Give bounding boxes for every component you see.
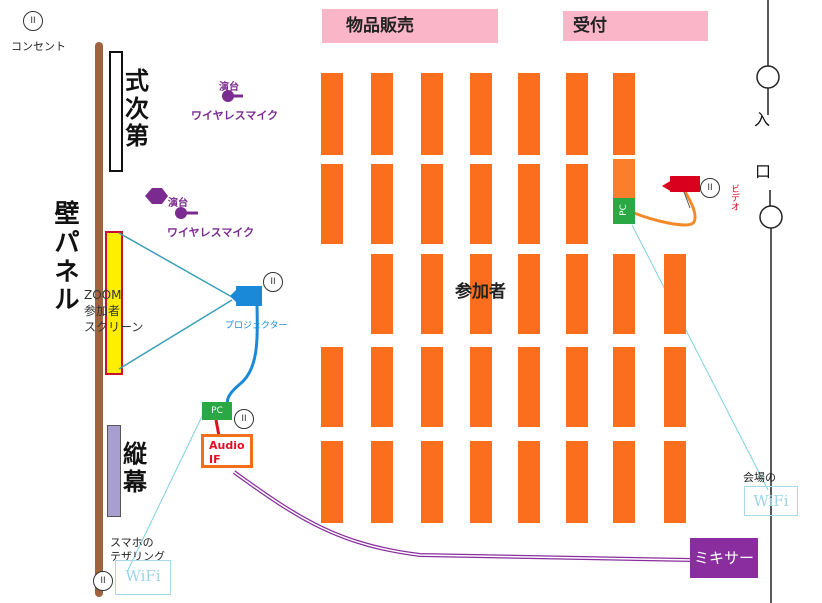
tethering-outlet-icon: II <box>93 571 113 591</box>
seat-row-5-col-8 <box>664 441 686 523</box>
pc-left: PC <box>202 402 232 420</box>
seat-row-1-col-5 <box>518 73 540 155</box>
tethering-link <box>127 407 207 571</box>
projector-body <box>236 286 262 306</box>
mixer-cable-inner <box>233 471 693 561</box>
projector-outlet-icon: II <box>263 272 283 292</box>
seat-row-5-col-3 <box>421 441 443 523</box>
seat-row-5-col-5 <box>518 441 540 523</box>
screen-label: ZOOM 参加者 スクリーン <box>84 288 144 334</box>
pc-right: PC <box>613 198 635 224</box>
tethering-label: スマホの テザリング <box>110 536 165 563</box>
seat-row-2-col-4 <box>470 164 492 244</box>
tripod-leg <box>683 191 691 209</box>
wall-panel-label: 壁パネル <box>54 199 80 315</box>
entrance-char-2: 口 <box>755 162 772 181</box>
seat-row-4-col-8 <box>664 347 686 427</box>
seat-row-5-col-1 <box>321 441 343 523</box>
seat-row-4-col-7 <box>613 347 635 427</box>
projector-beam-top <box>118 232 233 298</box>
seat-row-2-col-3 <box>421 164 443 244</box>
attendees-label: 参加者 <box>455 282 506 302</box>
podium2-hex-icon <box>145 188 168 204</box>
seat-row-4-col-5 <box>518 347 540 427</box>
camera-cable <box>631 189 697 227</box>
right-pc-stand <box>613 159 635 199</box>
program-label: 式次第 <box>125 66 149 151</box>
seat-row-2-col-1 <box>321 164 343 244</box>
zoom-screen <box>105 231 123 375</box>
venue-wifi-box: WiFi <box>744 486 798 516</box>
seat-row-2-col-6 <box>566 164 588 244</box>
seat-row-2-col-5 <box>518 164 540 244</box>
entrance-char-1: 入 <box>754 110 771 129</box>
seat-row-3-col-5 <box>518 254 540 334</box>
camera-lens <box>662 180 672 192</box>
projector-cable <box>225 305 259 407</box>
podium1-label: 演台 <box>219 82 239 93</box>
seat-row-1-col-2 <box>371 73 393 155</box>
seat-row-4-col-4 <box>470 347 492 427</box>
seat-row-4-col-2 <box>371 347 393 427</box>
mic1-label: ワイヤレスマイク <box>191 109 279 122</box>
video-camera-icon <box>670 176 700 192</box>
vertical-banner-label: 縦幕 <box>123 439 147 496</box>
seat-row-4-col-3 <box>421 347 443 427</box>
mixer: ミキサー <box>690 538 758 578</box>
audio-interface: Audio IF <box>201 434 253 468</box>
seat-row-3-col-8 <box>664 254 686 334</box>
venue-wifi-label: 会場の <box>743 471 776 484</box>
wall-line <box>95 42 103 597</box>
seat-row-3-col-2 <box>371 254 393 334</box>
pc-outlet-icon: II <box>234 409 254 429</box>
seat-row-4-col-6 <box>566 347 588 427</box>
podium2-label: 演台 <box>168 198 188 209</box>
seat-row-5-col-6 <box>566 441 588 523</box>
seat-row-5-col-2 <box>371 441 393 523</box>
program-board <box>109 51 123 172</box>
seat-row-1-col-3 <box>421 73 443 155</box>
camera-outlet-icon: II <box>700 178 720 198</box>
venue-wifi-link <box>631 224 769 491</box>
vertical-banner <box>107 425 121 517</box>
entrance-pillar-top <box>756 65 780 89</box>
pc-audio-link <box>214 419 221 437</box>
seat-row-1-col-6 <box>566 73 588 155</box>
merchandise-banner: 物品販売 <box>322 9 498 43</box>
seat-row-3-col-7 <box>613 254 635 334</box>
seat-row-3-col-3 <box>421 254 443 334</box>
projector-beam-bottom <box>118 299 233 370</box>
entrance-pillar-bottom <box>759 205 783 229</box>
seat-row-2-col-2 <box>371 164 393 244</box>
seat-row-3-col-4 <box>470 254 492 334</box>
seat-row-5-col-7 <box>613 441 635 523</box>
mic2-label: ワイヤレスマイク <box>167 226 255 239</box>
outlet-label: コンセント <box>11 40 66 53</box>
projector-lens <box>230 290 236 302</box>
reception-banner: 受付 <box>563 11 708 41</box>
power-outlet-icon: II <box>23 11 43 31</box>
seat-row-1-col-1 <box>321 73 343 155</box>
projector-label: プロジェクター <box>225 321 288 331</box>
seat-row-1-col-4 <box>470 73 492 155</box>
seat-row-3-col-6 <box>566 254 588 334</box>
seat-row-4-col-1 <box>321 347 343 427</box>
seat-row-5-col-4 <box>470 441 492 523</box>
seat-row-1-col-7 <box>613 73 635 155</box>
tethering-wifi-box: WiFi <box>115 560 171 595</box>
video-label: ビデオ <box>729 184 739 211</box>
